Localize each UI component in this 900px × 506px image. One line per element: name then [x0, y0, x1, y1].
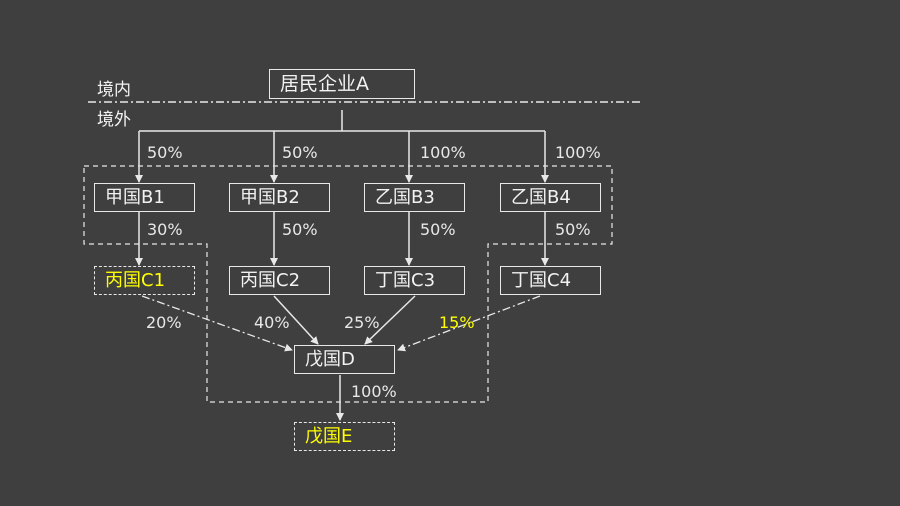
edge-c3-d	[364, 295, 416, 345]
node-a: 居民企业A	[269, 69, 415, 99]
node-c4: 丁国C4	[500, 266, 601, 295]
node-b2: 甲国B2	[229, 183, 330, 212]
pct-b3-c3: 50%	[420, 220, 456, 239]
pct-a-b2: 50%	[282, 143, 318, 162]
group-outline-upper	[83, 165, 613, 403]
edge-c4-d	[397, 295, 541, 352]
node-c3: 丁国C3	[364, 266, 465, 295]
pct-b4-c4: 50%	[555, 220, 591, 239]
node-c1: 丙国C1	[94, 266, 195, 295]
pct-c4-d: 15%	[439, 313, 475, 332]
pct-d-e: 100%	[351, 382, 397, 401]
pct-c1-d: 20%	[146, 313, 182, 332]
node-b3: 乙国B3	[364, 183, 465, 212]
edge-c2-d	[273, 295, 319, 345]
edge-c1-d	[141, 295, 293, 352]
pct-a-b4: 100%	[555, 143, 601, 162]
pct-b2-c2: 50%	[282, 220, 318, 239]
overseas-label: 境外	[97, 110, 131, 130]
node-e: 戊国E	[294, 422, 395, 451]
pct-c3-d: 25%	[344, 313, 380, 332]
node-d: 戊国D	[294, 345, 395, 374]
pct-a-b3: 100%	[420, 143, 466, 162]
node-b4: 乙国B4	[500, 183, 601, 212]
node-c2: 丙国C2	[229, 266, 330, 295]
node-b1: 甲国B1	[94, 183, 195, 212]
domestic-label: 境内	[97, 80, 131, 100]
pct-a-b1: 50%	[147, 143, 183, 162]
pct-b1-c1: 30%	[147, 220, 183, 239]
pct-c2-d: 40%	[254, 313, 290, 332]
